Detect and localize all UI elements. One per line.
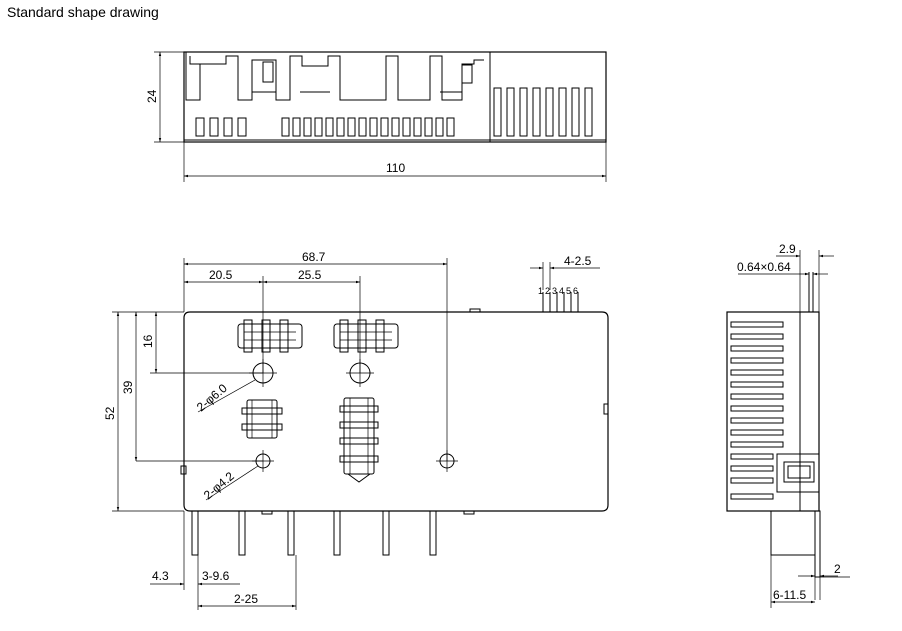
pin-number-5: 5 [566,286,571,296]
component-right [339,397,379,483]
pin-number-2: 2 [545,286,550,296]
component-left [241,399,283,439]
top-view-connector-slots [185,52,484,101]
dim-20-5: 20.5 [209,268,233,282]
connector-right [333,319,399,353]
dim-0-64: 0.64×0.64 [737,260,791,274]
dim-2-9: 2.9 [779,242,796,256]
top-view-fins-right [493,87,593,137]
drawing-title: Standard shape drawing [7,4,159,20]
dim-68-7: 68.7 [302,250,326,264]
dim-25-5: 25.5 [298,268,322,282]
dim-4-3: 4.3 [152,569,169,583]
front-view-body [183,311,609,512]
dim-110: 110 [386,161,405,175]
side-view: 2.9 0.64×0.64 2 6-11.5 [726,242,850,608]
pin-number-6: 6 [573,286,578,296]
bottom-pins [191,510,437,556]
dim-4-2-5: 4-2.5 [564,254,592,268]
dim-16: 16 [141,334,155,348]
pin-number-3: 3 [552,286,557,296]
dim-6-11-5: 6-11.5 [773,588,806,602]
pin-number-4: 4 [559,286,564,296]
top-view-body [183,51,607,143]
side-view-latch [776,453,820,493]
dim-2: 2 [834,562,841,576]
dim-39: 39 [121,380,135,394]
side-view-fins [730,321,784,500]
top-view: 24 110 [145,51,607,182]
dim-3-9-6: 3-9.6 [202,569,230,583]
pin-number-1: 1 [538,286,543,296]
dim-24: 24 [145,89,159,103]
top-view-fins-left [195,117,455,137]
dim-52: 52 [103,406,117,420]
dim-2-25: 2-25 [234,592,258,606]
top-pins: 1 2 3 4 5 6 [538,286,579,312]
front-view: 1 2 3 4 5 6 68.7 20.5 25.5 4-2.5 52 39 [103,250,609,610]
connector-left [237,319,303,353]
